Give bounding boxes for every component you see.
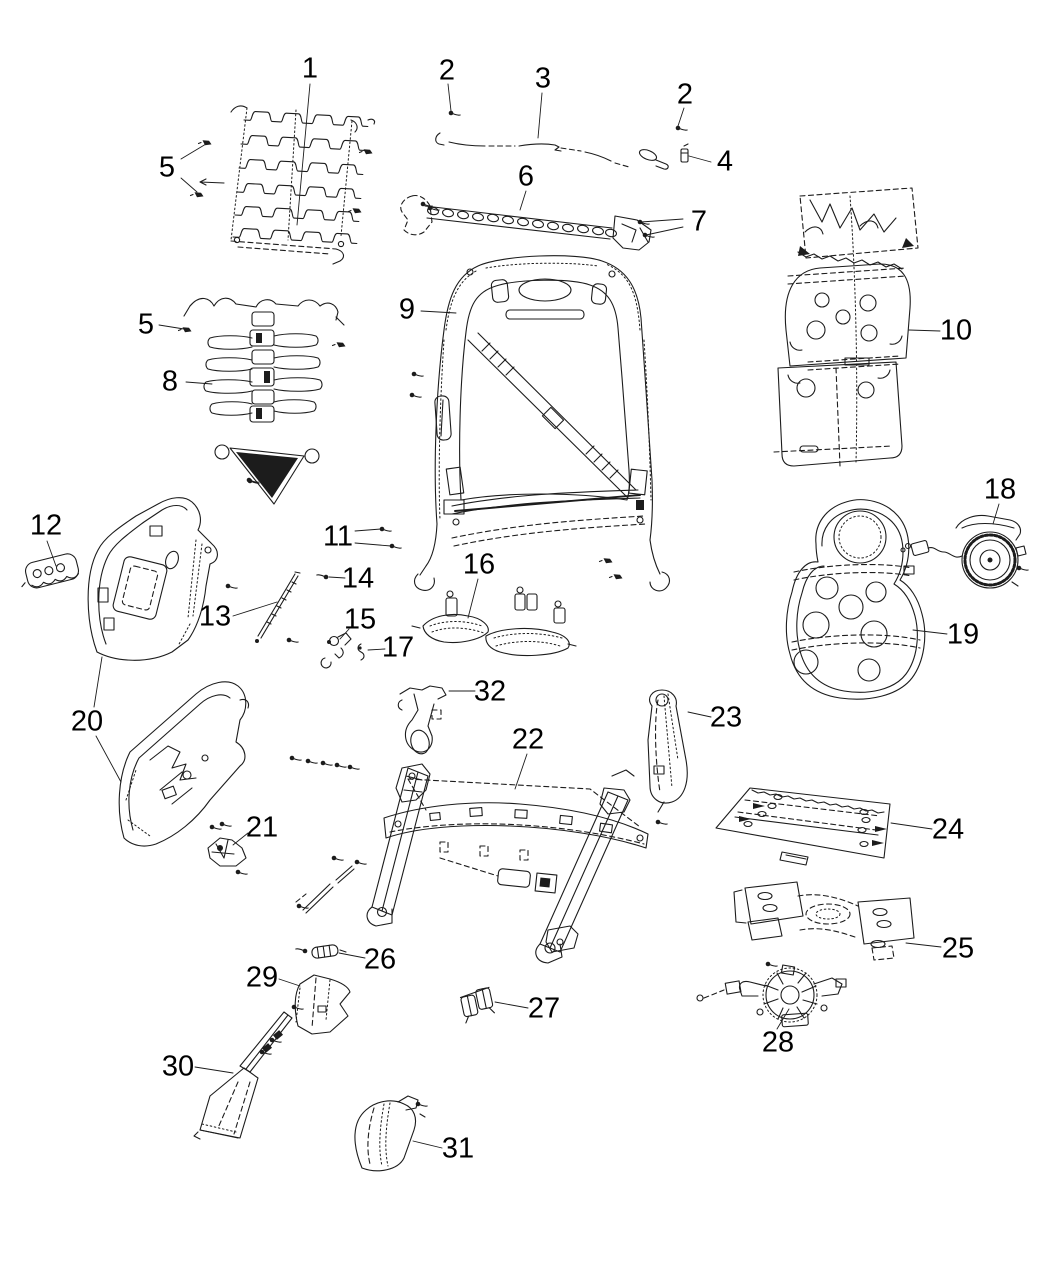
callout-5a: 5 bbox=[158, 151, 176, 184]
callout-27: 27 bbox=[527, 992, 561, 1025]
callout-11: 11 bbox=[322, 520, 354, 553]
callout-3: 3 bbox=[534, 62, 552, 95]
callout-19: 19 bbox=[946, 618, 980, 651]
part-6-cross-tube bbox=[400, 194, 652, 251]
callout-23: 23 bbox=[709, 701, 743, 734]
part-23-side-shield bbox=[647, 689, 688, 813]
callout-6: 6 bbox=[517, 160, 535, 193]
callout-13: 13 bbox=[198, 600, 232, 633]
callout-32: 32 bbox=[473, 675, 507, 708]
callout-12: 12 bbox=[29, 509, 63, 542]
callout-7: 7 bbox=[690, 205, 708, 238]
part-26-clip bbox=[295, 944, 347, 959]
callout-1: 1 bbox=[301, 52, 319, 85]
part-12-bracket bbox=[21, 553, 80, 589]
callout-14: 14 bbox=[341, 562, 375, 595]
callout-17: 17 bbox=[381, 631, 415, 664]
part-31-handle-boot bbox=[354, 1095, 428, 1172]
leader-lines bbox=[46, 83, 1000, 1149]
callout-22: 22 bbox=[511, 723, 545, 756]
part-20-side-shield-lower bbox=[118, 681, 250, 847]
callout-15: 15 bbox=[343, 603, 377, 636]
part-28-blower bbox=[696, 961, 847, 1028]
callout-10: 10 bbox=[939, 314, 973, 347]
part-13-rod bbox=[255, 571, 301, 643]
callout-20: 20 bbox=[70, 705, 104, 738]
part-29-anchor-cover bbox=[294, 974, 351, 1035]
part-30-side-trim bbox=[193, 1004, 304, 1140]
part-21-bracket bbox=[207, 821, 248, 875]
part-20-side-shield-upper bbox=[87, 497, 218, 661]
part-19-cushion-pad bbox=[785, 499, 926, 700]
part-14-screw bbox=[316, 574, 329, 580]
callout-29: 29 bbox=[245, 961, 279, 994]
callout-24: 24 bbox=[931, 813, 965, 846]
callout-18: 18 bbox=[983, 473, 1017, 506]
part-17-clip bbox=[357, 643, 365, 661]
part-2-screws bbox=[448, 110, 688, 131]
part-4-pin bbox=[680, 143, 689, 163]
part-18-recliner-motor bbox=[900, 514, 1029, 589]
callout-9: 9 bbox=[398, 293, 416, 326]
callout-30: 30 bbox=[161, 1050, 195, 1083]
part-15-latch bbox=[320, 632, 352, 669]
part-22-seat-adjuster bbox=[366, 763, 649, 964]
callout-2b: 2 bbox=[676, 78, 694, 111]
callout-21: 21 bbox=[245, 811, 279, 844]
part-27-clamp bbox=[459, 986, 495, 1024]
callout-4: 4 bbox=[716, 145, 734, 178]
part-21-torsion-rod bbox=[295, 855, 367, 914]
callout-5b: 5 bbox=[137, 308, 155, 341]
part-3-wire-rod bbox=[435, 132, 669, 170]
callout-28: 28 bbox=[761, 1026, 795, 1059]
callout-8: 8 bbox=[161, 365, 179, 398]
part-25-riser-brackets bbox=[733, 881, 915, 961]
callout-16: 16 bbox=[462, 548, 496, 581]
part-8-lumbar-assembly bbox=[177, 297, 347, 505]
part-10-back-panels bbox=[773, 187, 919, 467]
callout-26: 26 bbox=[363, 943, 397, 976]
part-32-hook-bracket bbox=[397, 685, 447, 755]
part-24-cushion-board bbox=[715, 787, 891, 866]
callout-31: 31 bbox=[441, 1132, 475, 1165]
misc-fasteners bbox=[225, 477, 668, 825]
callout-25: 25 bbox=[941, 932, 975, 965]
part-9-seatback-frame bbox=[409, 255, 671, 592]
part-16-rear-shield bbox=[411, 586, 577, 656]
callout-2a: 2 bbox=[438, 54, 456, 87]
part-1-suspension-mat bbox=[189, 105, 376, 265]
